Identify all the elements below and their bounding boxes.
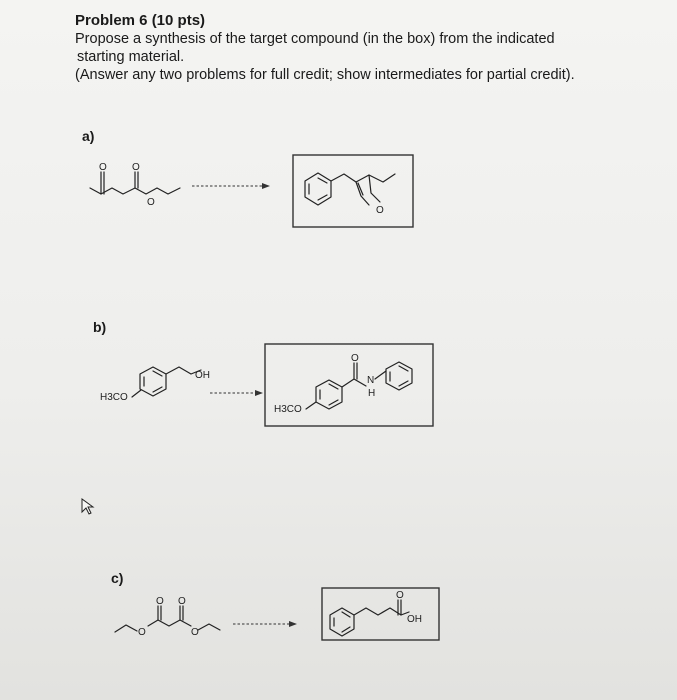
atom-o: O [191, 627, 199, 638]
atom-o: O [99, 162, 107, 173]
problem-title: Problem 6 (10 pts) [75, 12, 206, 29]
atom-oh: OH [195, 370, 210, 381]
part-a-starting-material: O O O [89, 162, 181, 208]
atom-h3co: H3CO [100, 392, 128, 403]
part-c-label: c) [111, 570, 124, 586]
atom-o: O [147, 197, 155, 208]
atom-o: O [138, 627, 146, 638]
atom-o: O [178, 596, 186, 607]
atom-h3co: H3CO [274, 404, 302, 415]
instruction-line-3: (Answer any two problems for full credit… [75, 67, 575, 83]
instruction-line-2: starting material. [77, 49, 185, 65]
atom-o: O [396, 590, 404, 601]
part-b-arrow [210, 390, 263, 396]
atom-o: O [132, 162, 140, 173]
part-a-target-box: O [292, 154, 414, 228]
atom-oh: OH [407, 614, 422, 625]
atom-o: O [351, 353, 359, 364]
part-c-starting-material: O O O O [114, 596, 221, 638]
part-a-label: a) [82, 128, 95, 144]
part-c-target-box: O OH [321, 587, 440, 641]
atom-h: H [368, 388, 375, 399]
atom-o: O [376, 205, 384, 216]
instruction-line-1: Propose a synthesis of the target compou… [75, 31, 555, 47]
part-c-arrow [233, 621, 297, 627]
part-a-arrow [192, 183, 270, 189]
problem-header: Problem 6 (10 pts) Propose a synthesis o… [75, 11, 635, 84]
part-b-label: b) [93, 319, 107, 335]
atom-n: N [367, 375, 374, 386]
mouse-pointer-icon [81, 498, 95, 515]
part-b-starting-material: H3CO OH [100, 366, 210, 403]
part-b-target-box: H3CO O N H [264, 343, 434, 427]
atom-o: O [156, 596, 164, 607]
